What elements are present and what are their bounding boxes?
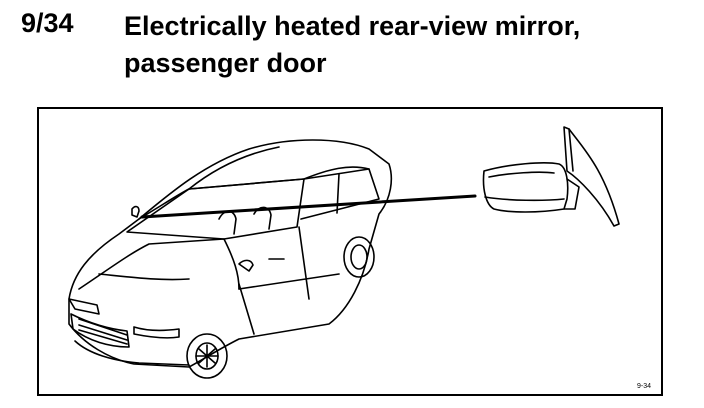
side-mirror-icon bbox=[482, 126, 620, 227]
car-illustration-icon bbox=[68, 139, 393, 379]
section-title-line-1: Electrically heated rear-view mirror, bbox=[124, 11, 581, 41]
pointer-line bbox=[140, 194, 477, 219]
section-title-line-2: passenger door bbox=[124, 48, 327, 78]
figure-illustration bbox=[68, 126, 620, 379]
section-number: 9/34 bbox=[21, 8, 74, 38]
section-title: Electrically heated rear-view mirror, pa… bbox=[124, 8, 580, 82]
figure-frame: 9-34 bbox=[37, 107, 663, 396]
figure-label: 9-34 bbox=[636, 383, 651, 390]
